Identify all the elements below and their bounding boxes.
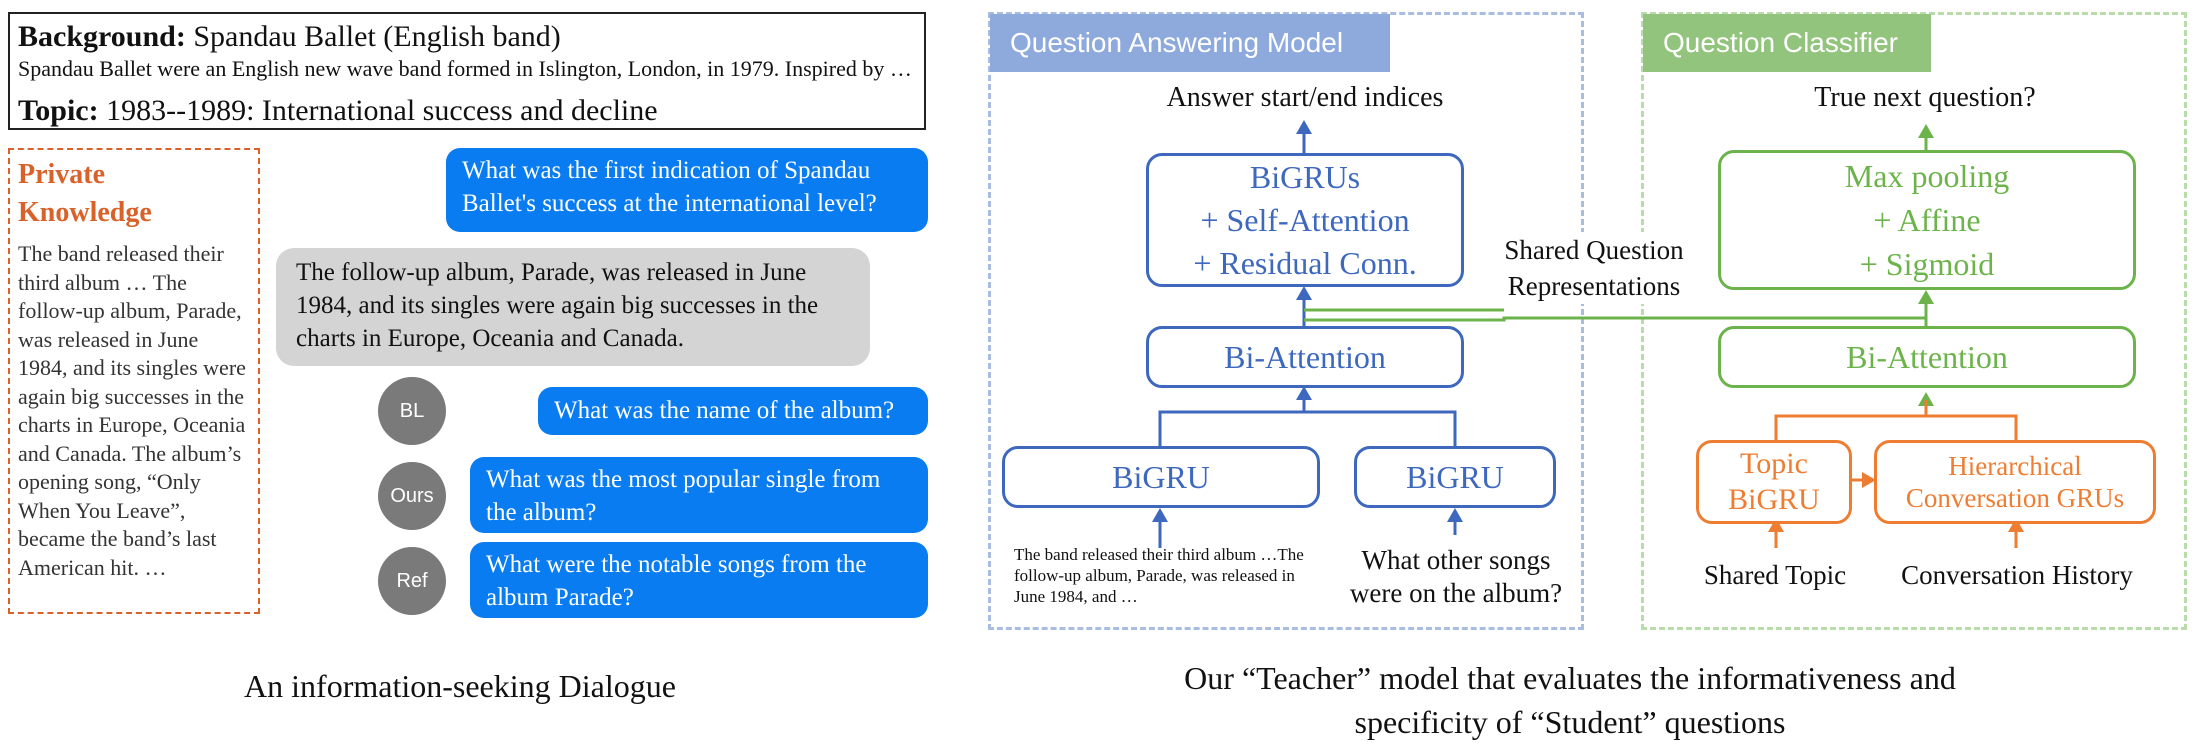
qa-context-input: The band released their third album …The… [1014, 545, 1304, 606]
qc-arrowheads [1918, 124, 1934, 406]
background-text: Spandau Ballet were an English new wave … [18, 56, 912, 81]
qa-bigrus-line-3: + Residual Conn. [1193, 244, 1417, 281]
qc-maxpool-line-2: + Affine [1873, 202, 1981, 238]
qc-model-header: Question Classifier [1643, 14, 1931, 72]
shared-connectors [1304, 128, 1928, 326]
candidate-question-bl: What was the name of the album? [538, 387, 928, 435]
answer-bubble-1: The follow-up album, Parade, was release… [276, 248, 870, 366]
qc-model-frame [1641, 12, 2187, 630]
candidate-question-ours: What was the most popular single from th… [470, 457, 928, 533]
candidate-tag-bl: BL [378, 377, 446, 445]
qa-bigrus-line-2: + Self-Attention [1200, 201, 1410, 238]
qa-biattention-box: Bi-Attention [1146, 326, 1464, 388]
qc-biattention-box: Bi-Attention [1718, 326, 2136, 388]
qa-arrowheads [1152, 120, 1463, 522]
question-bubble-1: What was the first indication of Spandau… [446, 148, 928, 232]
background-label: Background: [18, 20, 186, 53]
qc-output-label: True next question? [1814, 82, 2036, 113]
candidate-tag-ref: Ref [378, 547, 446, 615]
qa-bigru-right-box: BiGRU [1354, 446, 1556, 508]
qa-question-input: What other songs were on the album? [1349, 545, 1563, 608]
candidate-tag-ours: Ours [378, 462, 446, 530]
qa-bigrus-box: BiGRUs + Self-Attention + Residual Conn. [1146, 153, 1464, 287]
private-knowledge-text: The band released their third album … Th… [18, 241, 246, 580]
model-caption: Our “Teacher” model that evaluates the i… [1184, 660, 1956, 740]
private-knowledge-box [8, 148, 260, 614]
bigru-merge-line [1158, 410, 1457, 446]
background-heading: Background: Spandau Ballet (English band… [18, 20, 561, 54]
topic-label: Topic: [18, 94, 99, 127]
qc-maxpool-line-1: Max pooling [1844, 158, 2010, 194]
orange-arrowheads [1768, 472, 2024, 532]
qa-model-frame [988, 12, 1584, 630]
dialogue-caption: An information-seeking Dialogue [244, 668, 676, 704]
qc-history-gru-box: Hierarchical Conversation GRUs [1874, 440, 2156, 524]
candidate-question-ref: What were the notable songs from the alb… [470, 542, 928, 618]
qc-topic-bigru-box: Topic BiGRU [1696, 440, 1852, 524]
qa-output-label: Answer start/end indices [1166, 82, 1444, 113]
topic-heading: Topic: 1983--1989: International success… [18, 94, 658, 128]
qc-maxpool-box: Max pooling + Affine + Sigmoid [1718, 150, 2136, 290]
qc-maxpool-line-3: + Sigmoid [1859, 246, 1995, 282]
qa-bigrus-line-1: BiGRUs [1249, 158, 1361, 195]
qc-shared-topic-input: Shared Topic [1703, 560, 1847, 590]
qc-history-input: Conversation History [1901, 560, 2133, 590]
shared-question-label: Shared Question Representations [1478, 232, 1710, 304]
topic-text: 1983--1989: International success and de… [106, 94, 658, 127]
qa-model-header: Question Answering Model [990, 14, 1390, 72]
background-box [8, 12, 926, 130]
qa-bigru-left-box: BiGRU [1002, 446, 1320, 508]
background-title: Spandau Ballet (English band) [193, 20, 561, 53]
private-knowledge-title: Private Knowledge [18, 159, 152, 228]
